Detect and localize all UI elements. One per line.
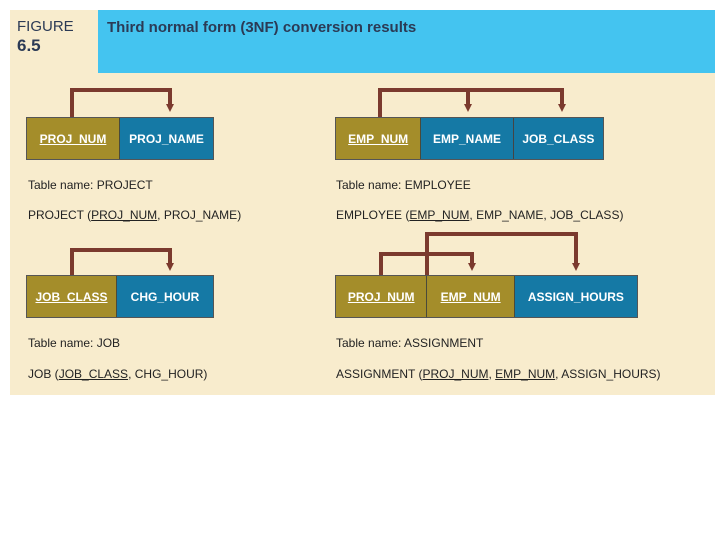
assignment-schema: ASSIGNMENT (PROJ_NUM, EMP_NUM, ASSIGN_HO… <box>336 367 661 381</box>
arrow-project <box>70 88 174 117</box>
assignment-pk-cell: PROJ_NUM <box>336 276 428 317</box>
job-schema: JOB (JOB_CLASS, CHG_HOUR) <box>28 367 208 381</box>
employee-pk-cell: EMP_NUM <box>336 118 422 159</box>
job-caption: Table name: JOB <box>28 336 121 350</box>
assignment-table: PROJ_NUM EMP_NUM ASSIGN_HOURS <box>335 275 638 318</box>
employee-attr-cell: EMP_NAME <box>421 118 514 159</box>
dependency-arrows <box>70 88 580 275</box>
job-pk-cell: JOB_CLASS <box>27 276 118 317</box>
assignment-caption: Table name: ASSIGNMENT <box>336 336 484 350</box>
employee-schema: EMPLOYEE (EMP_NUM, EMP_NAME, JOB_CLASS) <box>336 208 624 222</box>
arrow-assignment-hours <box>425 232 580 275</box>
employee-caption: Table name: EMPLOYEE <box>336 178 471 192</box>
employee-table: EMP_NUM EMP_NAME JOB_CLASS <box>335 117 604 160</box>
figure-label: FIGURE 6.5 <box>10 10 98 73</box>
assignment-pk-cell: EMP_NUM <box>427 276 515 317</box>
arrow-employee <box>378 88 566 117</box>
job-table: JOB_CLASS CHG_HOUR <box>26 275 214 318</box>
assignment-attr-cell: ASSIGN_HOURS <box>514 276 637 317</box>
project-table: PROJ_NUM PROJ_NAME <box>26 117 214 160</box>
project-pk-cell: PROJ_NUM <box>27 118 120 159</box>
arrow-job <box>70 248 174 275</box>
figure-title: Third normal form (3NF) conversion resul… <box>107 19 417 36</box>
project-caption: Table name: PROJECT <box>28 178 153 192</box>
project-attr-cell: PROJ_NAME <box>120 118 213 159</box>
figure-header: FIGURE 6.5 Third normal form (3NF) conve… <box>10 10 715 73</box>
project-schema: PROJECT (PROJ_NUM, PROJ_NAME) <box>28 208 242 222</box>
job-attr-cell: CHG_HOUR <box>117 276 213 317</box>
figure-number: 6.5 <box>17 36 41 55</box>
figure: FIGURE 6.5 Third normal form (3NF) conve… <box>10 10 715 395</box>
employee-attr-cell: JOB_CLASS <box>513 118 603 159</box>
figure-label-word: FIGURE <box>17 18 74 35</box>
